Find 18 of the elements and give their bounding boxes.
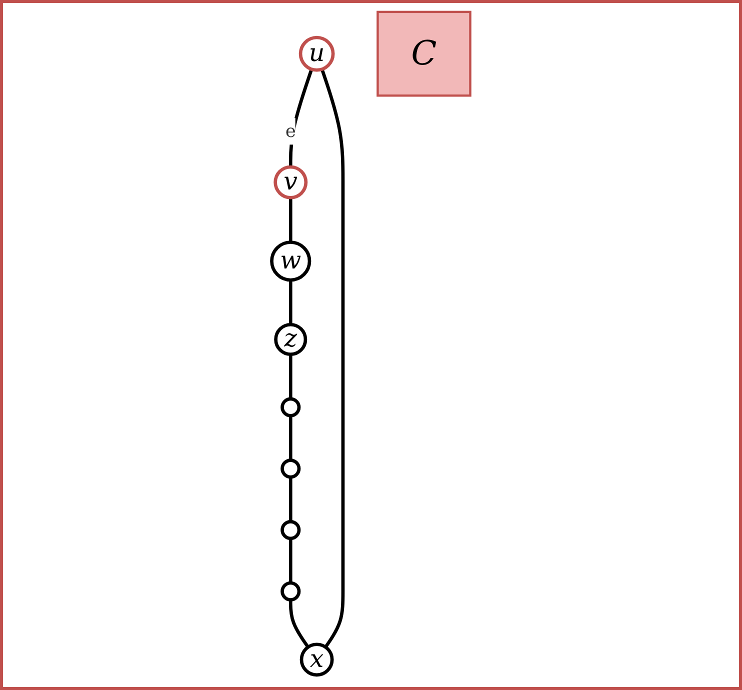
node-circle	[280, 397, 301, 418]
connector	[288, 198, 292, 242]
connector	[288, 354, 292, 399]
node-circle	[280, 520, 301, 540]
connector	[320, 68, 345, 648]
node-circle	[274, 322, 308, 356]
connector	[288, 477, 292, 522]
connector	[288, 600, 310, 648]
node-circle	[280, 581, 301, 602]
node-circle	[300, 642, 334, 677]
node-circle	[298, 36, 335, 72]
node-box	[376, 10, 472, 97]
node-circle	[274, 165, 308, 200]
connector	[288, 416, 292, 460]
connector	[288, 538, 292, 583]
node-circle	[270, 240, 312, 282]
node-circle	[280, 458, 301, 479]
connector	[288, 280, 292, 325]
